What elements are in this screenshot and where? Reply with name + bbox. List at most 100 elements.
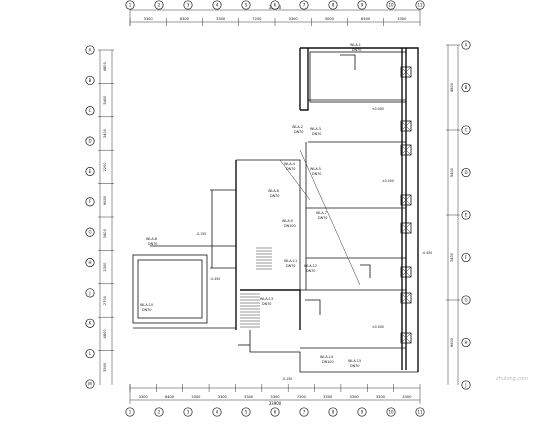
left-dimension: 3400 — [103, 128, 107, 138]
bottom-dimension: 3300 — [244, 395, 254, 399]
left-axis-bubble: K — [85, 318, 95, 328]
svg-text:G: G — [464, 297, 467, 302]
svg-text:E: E — [89, 169, 92, 174]
right-axis-bubble: E — [461, 210, 471, 220]
left-axis-bubble: F — [85, 197, 95, 207]
riser-size: DN100 — [284, 224, 296, 228]
right-axis-bubble: H — [461, 337, 471, 348]
svg-text:H: H — [88, 260, 91, 265]
svg-text:10: 10 — [388, 409, 394, 414]
svg-text:1: 1 — [129, 2, 132, 7]
elevation-label: ±0.000 — [382, 179, 394, 183]
top-axis-bubble: 8 — [328, 0, 338, 10]
svg-text:H: H — [464, 340, 467, 345]
svg-text:2: 2 — [158, 2, 161, 7]
svg-text:8: 8 — [332, 2, 335, 7]
left-dimension: 4800 — [103, 61, 107, 71]
top-axis-bubble: 5 — [241, 0, 251, 10]
riser-label: WLA-12 — [304, 264, 317, 268]
svg-text:5: 5 — [245, 2, 248, 7]
svg-text:D: D — [88, 138, 91, 143]
left-axis-bubble: E — [85, 166, 95, 177]
bottom-dimension: 3300 — [376, 395, 386, 399]
riser-label: WLA-15 — [348, 359, 361, 363]
svg-text:J: J — [88, 290, 90, 295]
riser-size: DN70 — [270, 194, 279, 198]
bottom-axis-bubble: 4 — [212, 407, 222, 417]
elevation-label: ±0.000 — [372, 325, 384, 329]
bottom-axis-bubble: 7 — [299, 407, 309, 417]
svg-text:A: A — [465, 42, 468, 47]
top-axis-bubble: 2 — [154, 0, 164, 10]
sanitary-fixture-icon — [400, 144, 412, 156]
top-axis-bubble: 7 — [299, 0, 309, 10]
stair-lines — [240, 54, 371, 328]
fixture-symbols — [400, 66, 412, 344]
top-axis-bubble: 4 — [212, 0, 222, 10]
right-axis-bubble: C — [461, 125, 471, 135]
bottom-dimension: 7200 — [297, 395, 307, 399]
elevation-label: -0.150 — [196, 232, 206, 236]
svg-text:F: F — [465, 255, 468, 260]
svg-text:D: D — [464, 170, 467, 175]
elevation-label: -0.450 — [422, 251, 432, 255]
elevation-label: -0.450 — [210, 277, 220, 281]
riser-size: DN70 — [352, 48, 361, 52]
svg-text:C: C — [465, 127, 468, 132]
riser-size: DN70 — [318, 216, 327, 220]
svg-text:2: 2 — [158, 409, 161, 414]
svg-text:E: E — [465, 212, 468, 217]
bottom-dimension: 3300 — [139, 395, 149, 399]
riser-size: DN70 — [306, 269, 315, 273]
top-axis-bubble: 6 — [270, 0, 280, 10]
bottom-dimension: 3300 — [191, 395, 201, 399]
svg-text:5: 5 — [245, 409, 248, 414]
svg-text:8: 8 — [332, 409, 335, 414]
left-axis-bubble: D — [85, 136, 95, 146]
left-dimension: 2300 — [103, 262, 107, 272]
bottom-axis-bubble: 1 — [125, 407, 135, 417]
right-axis-bubble: F — [461, 252, 471, 263]
riser-size: DN100 — [322, 360, 334, 364]
bottom-axis-bubble: 5 — [241, 407, 251, 417]
svg-text:6: 6 — [274, 409, 277, 414]
top-axis-bubble: 10 — [386, 0, 396, 10]
bottom-dimension: 3300 — [350, 395, 360, 399]
riser-label: WLA-8 — [146, 237, 157, 241]
riser-label: WLA-4 — [284, 162, 295, 166]
left-dimension: 3900 — [103, 362, 107, 372]
bottom-axis-bubble: 11 — [415, 407, 425, 417]
svg-text:3: 3 — [187, 2, 190, 7]
right-dimension: 3400 — [450, 252, 454, 262]
svg-text:K: K — [89, 321, 92, 326]
svg-text:7: 7 — [303, 409, 306, 414]
sanitary-fixture-icon — [400, 120, 412, 132]
riser-label: WLA-14 — [320, 355, 333, 359]
bottom-axis-bubble: 6 — [270, 407, 280, 417]
sanitary-fixture-icon — [400, 66, 412, 78]
bottom-dimension: 3300 — [402, 395, 412, 399]
bottom-axis-bubble: 10 — [386, 407, 396, 417]
riser-size: DN70 — [286, 167, 295, 171]
right-axis-bubble: D — [461, 167, 471, 178]
svg-text:7: 7 — [303, 2, 306, 7]
left-dimension: 5400 — [103, 95, 107, 105]
riser-size: DN70 — [142, 308, 151, 312]
riser-label: WLA-6 — [268, 189, 279, 193]
left-dimension-chain: 4800540034002200660034002300270048003900… — [85, 45, 114, 389]
sanitary-fixture-icon — [400, 292, 412, 304]
riser-size: DN70 — [312, 172, 321, 176]
right-axis-bubble: G — [461, 295, 471, 305]
right-axis-bubble: J — [461, 380, 471, 390]
svg-text:4: 4 — [216, 409, 219, 414]
right-dimension: 5400 — [450, 167, 454, 177]
riser-label: WLA-1 — [350, 43, 361, 47]
riser-label: WLA-5 — [310, 167, 321, 171]
svg-text:10: 10 — [388, 2, 394, 7]
bottom-total-dimension: 33900 — [269, 401, 282, 406]
left-axis-bubble: B — [85, 75, 95, 85]
riser-size: DN70 — [350, 364, 359, 368]
right-dimension: 6600 — [450, 337, 454, 347]
